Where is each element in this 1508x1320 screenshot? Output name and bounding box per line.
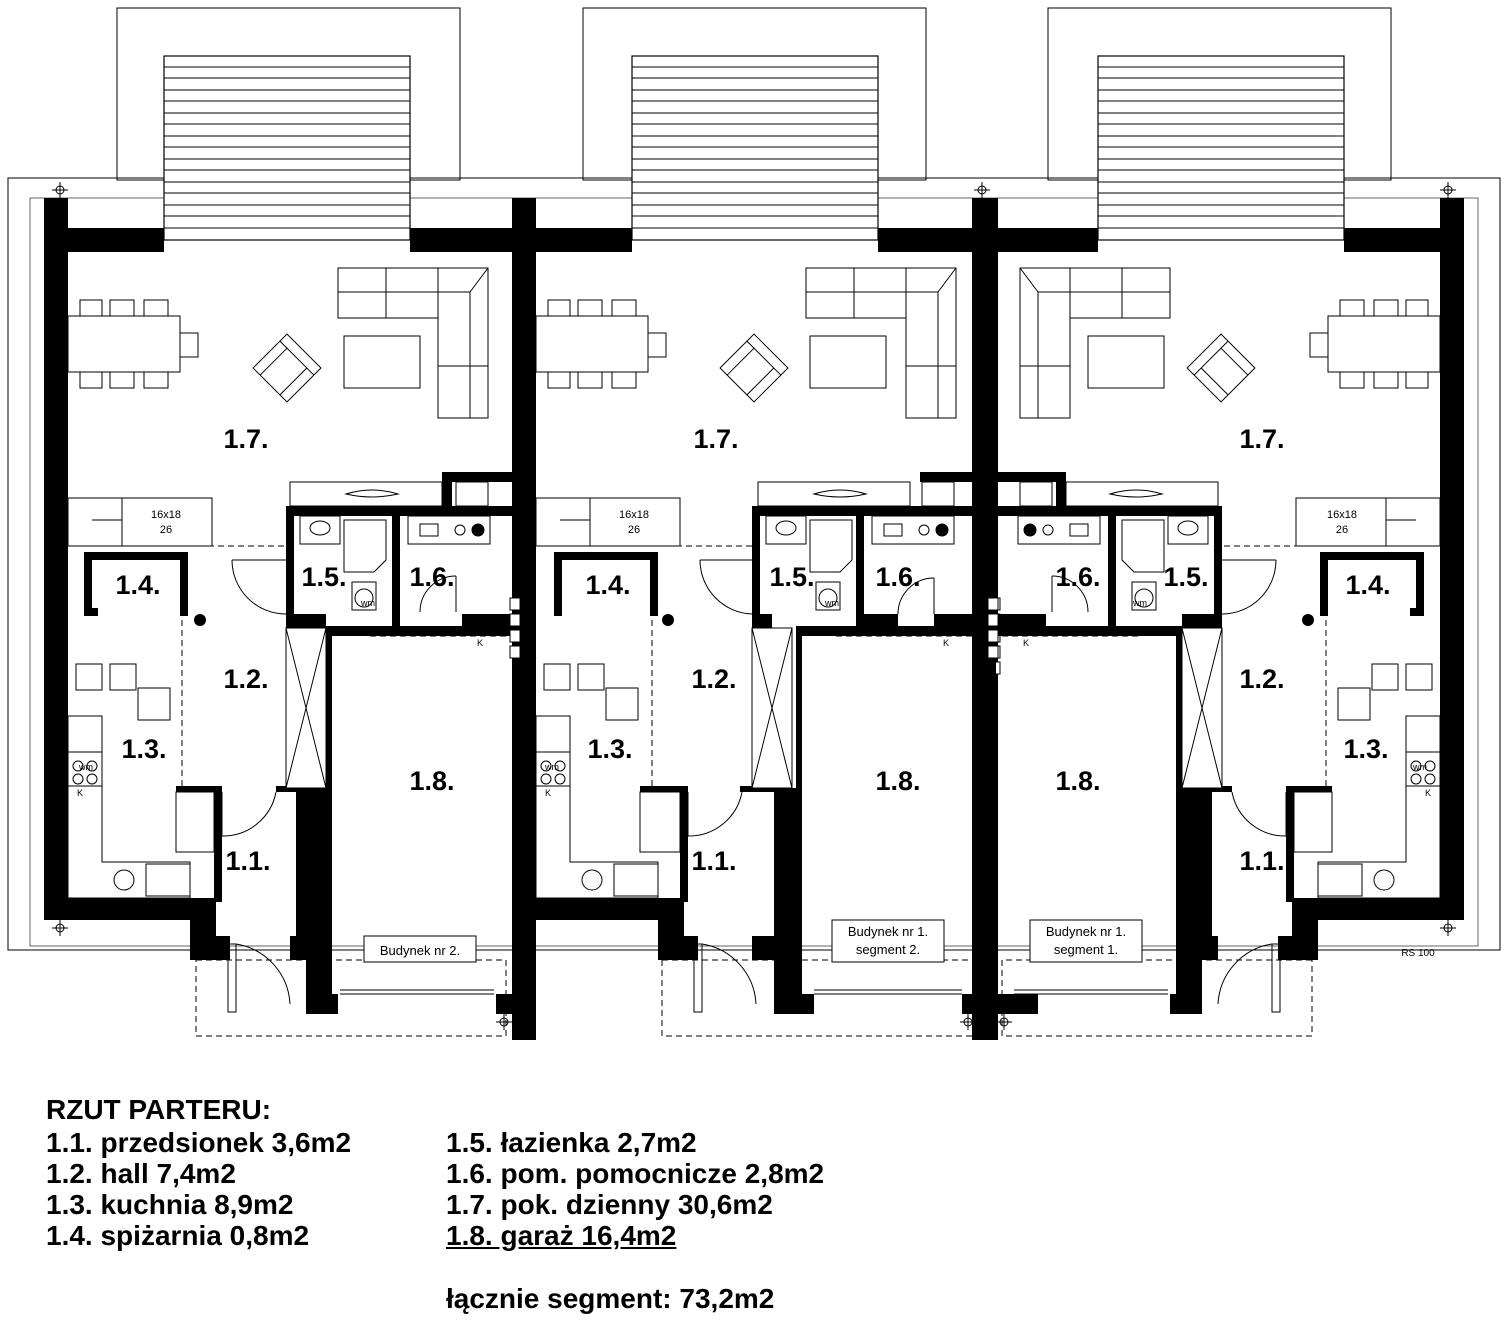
stair-count-label: 26 (1336, 524, 1348, 536)
building-name-box (363, 935, 477, 963)
legend-total-text: łącznie segment: 73,2m2 (446, 1283, 775, 1314)
wm-label: wm (78, 762, 93, 772)
room-1-6-label: 1.6. (875, 562, 920, 592)
segment-2-plan (535, 7, 1001, 1041)
legend-item: 1.1. przedsionek 3,6m2 (46, 1127, 352, 1158)
k-label: K (545, 788, 551, 798)
legend-left-column: 1.1. przedsionek 3,6m2 1.2. hall 7,4m2 1… (46, 1127, 351, 1251)
legend-item: 1.2. hall 7,4m2 (46, 1158, 236, 1189)
room-1-2-label: 1.2. (691, 664, 736, 694)
legend-title: RZUT PARTERU: (46, 1094, 271, 1125)
room-1-5-label: 1.5. (1163, 562, 1208, 592)
stair-count-label: 26 (160, 524, 172, 536)
room-1-7-label: 1.7. (223, 424, 268, 454)
building-name-box (1029, 919, 1143, 963)
building-name-line-2: segment 2. (856, 942, 920, 957)
legend-item: 1.3. kuchnia 8,9m2 (46, 1189, 294, 1220)
wm-label: wm (1132, 598, 1147, 608)
stair-count-label: 26 (628, 524, 640, 536)
legend-title-text: RZUT PARTERU: (46, 1094, 272, 1125)
legend-item: 1.5. łazienka 2,7m2 (446, 1127, 697, 1158)
room-1-1-label: 1.1. (1239, 846, 1284, 876)
room-1-5-label: 1.5. (769, 562, 814, 592)
room-1-8-label: 1.8. (1055, 766, 1100, 796)
k-label: K (77, 788, 83, 798)
legend-total: łącznie segment: 73,2m2 (446, 1283, 774, 1314)
room-1-6-label: 1.6. (409, 562, 454, 592)
building-name-line-2: segment 1. (1054, 942, 1118, 957)
legend-item-garage: 1.8. garaż 16,4m2 (446, 1220, 677, 1251)
room-1-2-label: 1.2. (223, 664, 268, 694)
room-1-3-label: 1.3. (1343, 734, 1388, 764)
legend-right-column: 1.5. łazienka 2,7m2 1.6. pom. pomocnicze… (446, 1127, 824, 1251)
room-1-3-label: 1.3. (587, 734, 632, 764)
stair-size-label: 16x18 (619, 509, 649, 521)
room-1-3-label: 1.3. (121, 734, 166, 764)
building-name-line-1: Budynek nr 1. (1046, 924, 1126, 939)
room-1-1-label: 1.1. (225, 846, 270, 876)
stair-size-label: 16x18 (151, 509, 181, 521)
segment-1-plan (43, 7, 537, 1041)
room-1-7-label: 1.7. (1239, 424, 1284, 454)
k-label: K (1023, 638, 1029, 648)
wm-label: wm (824, 598, 839, 608)
section-mark-label: RS 100 (1401, 948, 1435, 959)
wm-label: wm (544, 762, 559, 772)
room-1-2-label: 1.2. (1239, 664, 1284, 694)
room-1-6-label: 1.6. (1055, 562, 1100, 592)
wm-label: wm (360, 598, 375, 608)
room-1-8-label: 1.8. (875, 766, 920, 796)
building-name-line-1: Budynek nr 1. (848, 924, 928, 939)
room-1-4-label: 1.4. (1345, 570, 1390, 600)
legend-item: 1.4. spiżarnia 0,8m2 (46, 1220, 310, 1251)
room-1-4-label: 1.4. (585, 570, 630, 600)
floor-plan: 1.7. 1.4. 1.5. 1.6. 1.2. 1.3. 1.1. 1.8. … (7, 7, 1501, 1041)
room-1-5-label: 1.5. (301, 562, 346, 592)
room-1-7-label: 1.7. (693, 424, 738, 454)
legend-item: 1.6. pom. pomocnicze 2,8m2 (446, 1158, 825, 1189)
wm-label: wm (1412, 762, 1427, 772)
segment-3-plan (971, 7, 1465, 1041)
room-1-4-label: 1.4. (115, 570, 160, 600)
room-1-1-label: 1.1. (691, 846, 736, 876)
k-label: K (1425, 788, 1431, 798)
k-label: K (943, 638, 949, 648)
k-label: K (477, 638, 483, 648)
legend-item: 1.7. pok. dzienny 30,6m2 (446, 1189, 773, 1220)
room-1-8-label: 1.8. (409, 766, 454, 796)
stair-size-label: 16x18 (1327, 509, 1357, 521)
building-name-label: Budynek nr 2. (380, 943, 460, 958)
building-name-box (831, 919, 945, 963)
